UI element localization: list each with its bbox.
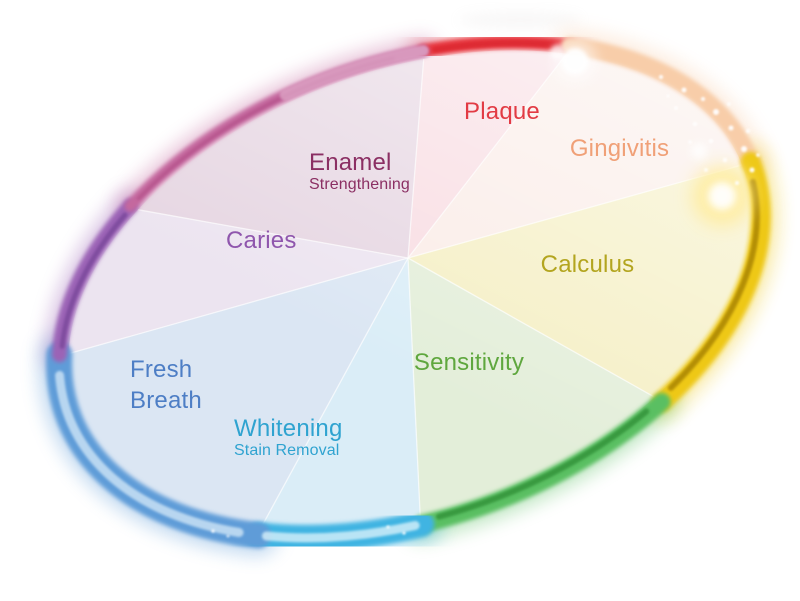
ring-arc-gingivitis: [561, 36, 760, 171]
disc-sheen: [68, 50, 752, 530]
ring-arc-calculus: [651, 151, 771, 412]
sparkles: [211, 75, 760, 538]
